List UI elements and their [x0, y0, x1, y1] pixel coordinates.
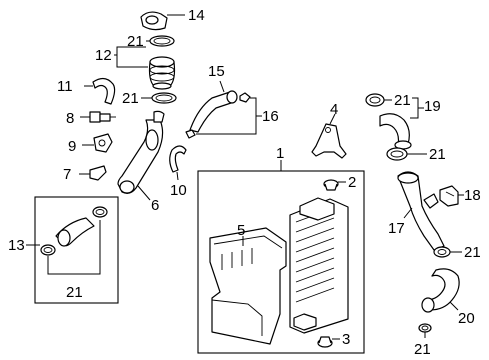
part-16-clip-upper — [239, 92, 251, 103]
callout-21-b: 21 — [122, 90, 139, 107]
callout-20: 20 — [458, 310, 475, 327]
callout-11: 11 — [57, 78, 73, 95]
part-3-grommet — [317, 336, 340, 348]
callout-5: 5 — [237, 222, 245, 239]
callout-14: 14 — [188, 7, 205, 24]
callout-2: 2 — [348, 174, 356, 191]
callout-3: 3 — [342, 331, 350, 348]
part-21-clamp-mid — [141, 92, 177, 104]
part-8-sensor — [80, 111, 116, 123]
part-15-upper-duct — [189, 80, 238, 133]
part-18-bracket — [439, 185, 464, 207]
callout-9: 9 — [68, 138, 76, 155]
inset-frame-13 — [34, 196, 119, 304]
callout-13: 13 — [8, 237, 25, 254]
part-21-clamp-right-mid — [386, 147, 427, 161]
callout-10: 10 — [170, 182, 187, 199]
callout-17: 17 — [388, 220, 405, 237]
callout-21-e: 21 — [464, 244, 481, 261]
callout-21-f: 21 — [414, 341, 431, 358]
part-19-hose — [379, 113, 412, 150]
callout-8: 8 — [66, 110, 74, 127]
callout-21-c: 21 — [394, 92, 411, 109]
part-21-clamp-top — [146, 35, 175, 47]
callout-19: 19 — [424, 98, 441, 115]
part-6-intake-duct — [117, 110, 165, 201]
callout-21-d: 21 — [429, 146, 446, 163]
part-17-outlet-duct — [397, 171, 445, 251]
callout-21-g: 21 — [66, 284, 83, 301]
part-11-hose — [84, 77, 116, 105]
part-7-bracket — [79, 165, 107, 181]
part-4-mount-bracket — [311, 113, 347, 159]
part-21-clamp-right-top — [365, 93, 392, 107]
part-14-elbow — [140, 11, 185, 31]
callout-7: 7 — [63, 166, 71, 183]
part-21-clamp-right-low — [433, 246, 462, 258]
part-13-hose — [55, 206, 108, 247]
part-16-clip-lower — [185, 129, 196, 139]
part-21-clamp-bottom-right — [418, 323, 432, 338]
callout-4: 4 — [330, 101, 338, 118]
part-2-grommet — [323, 179, 346, 191]
part-21-clamp-inset — [40, 244, 56, 256]
intercooler-core — [289, 197, 349, 334]
part-9-valve — [82, 133, 113, 153]
callout-12: 12 — [95, 47, 112, 64]
part-5-cover — [209, 227, 287, 345]
callout-6: 6 — [151, 197, 159, 214]
part-12-bellows — [148, 56, 176, 90]
part-20-hose — [421, 268, 460, 313]
callout-15: 15 — [208, 63, 225, 80]
part-10-hose — [169, 145, 187, 181]
callout-1: 1 — [276, 145, 284, 162]
callout-21-a: 21 — [127, 33, 144, 50]
callout-16: 16 — [262, 108, 279, 125]
callout-18: 18 — [464, 187, 481, 204]
